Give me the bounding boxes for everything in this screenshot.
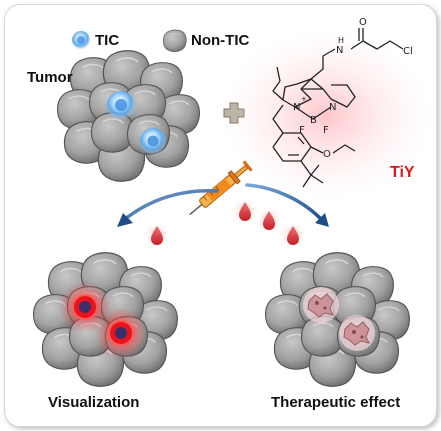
fluorescent-tic-cell xyxy=(95,307,147,359)
svg-text:B: B xyxy=(310,115,317,126)
tumor-cluster-visualization xyxy=(32,252,179,388)
svg-text:F: F xyxy=(323,125,329,136)
tumor-cluster-therapeutic xyxy=(264,252,411,388)
diagram-canvas: N H O Cl N N B - + F F O xyxy=(32,17,432,388)
tic-legend-icon xyxy=(72,31,90,49)
tumor-cluster xyxy=(56,50,201,183)
visualization-label: Visualization xyxy=(48,394,140,411)
figure-card: N H O Cl N N B - + F F O xyxy=(4,4,437,427)
svg-text:-: - xyxy=(318,111,321,119)
svg-text:N: N xyxy=(293,102,300,113)
arrow-right-head xyxy=(315,213,329,227)
svg-text:N: N xyxy=(336,45,343,56)
dying-tic-cell xyxy=(339,315,375,351)
arrow-left xyxy=(123,189,219,221)
tumor-label: Tumor xyxy=(27,69,73,86)
legend-non-tic-label: Non-TIC xyxy=(191,32,250,49)
tic-cell xyxy=(140,128,166,154)
tiy-structure xyxy=(272,28,404,188)
legend-tic-label: TIC xyxy=(95,32,120,49)
drop-icon xyxy=(231,197,259,225)
legend xyxy=(72,29,187,53)
fluorescent-tic-cell xyxy=(59,281,111,333)
probe-glow xyxy=(222,30,432,200)
svg-text:O: O xyxy=(359,17,367,28)
probe-name: TiY xyxy=(390,164,415,181)
non-tic-legend-icon xyxy=(162,29,187,53)
svg-text:N: N xyxy=(329,102,336,113)
drop-icon xyxy=(143,221,171,249)
svg-text:+: + xyxy=(301,95,307,103)
drop-icon xyxy=(279,221,307,249)
therapeutic-effect-label: Therapeutic effect xyxy=(271,394,401,411)
tic-cell xyxy=(107,91,135,119)
tiy-fluorophore-label: N H O Cl N N B - + F F O xyxy=(293,17,413,160)
drop-icon xyxy=(255,206,283,234)
svg-text:H: H xyxy=(338,36,344,45)
dying-tic-cell xyxy=(303,287,339,323)
svg-text:F: F xyxy=(299,125,305,136)
arrow-right xyxy=(245,183,323,221)
svg-text:Cl: Cl xyxy=(403,46,413,57)
arrow-left-head xyxy=(117,213,133,227)
svg-text:O: O xyxy=(323,149,331,160)
